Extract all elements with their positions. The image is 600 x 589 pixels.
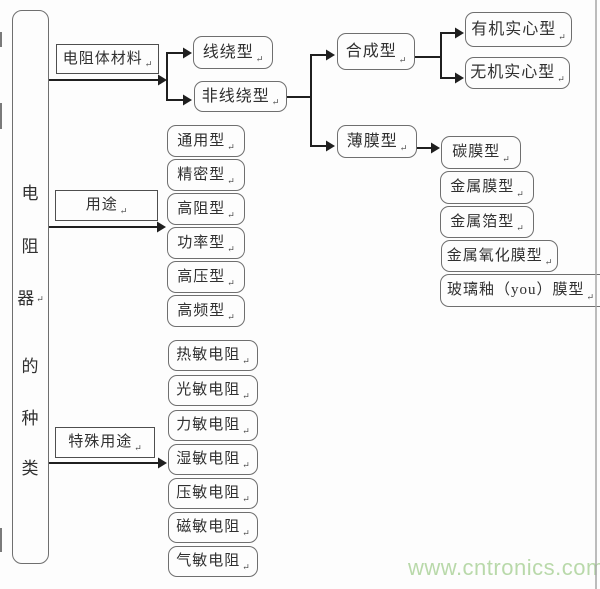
root-char: 的 — [21, 356, 40, 376]
node-photoresistor: 光敏电阻↵ — [168, 375, 258, 406]
root-char: 种 — [21, 408, 40, 428]
return-mark: ↵ — [502, 154, 510, 164]
node-resistor-types-root: 电 阻 器↵ 的 种 类 — [12, 10, 49, 564]
return-mark: ↵ — [558, 32, 566, 42]
node-material-branch: 电阻体材料↵ — [56, 44, 159, 74]
scan-artifact — [0, 32, 2, 47]
node-metal-oxide-film: 金属氧化膜型↵ — [441, 240, 558, 272]
return-mark: ↵ — [227, 312, 235, 322]
return-mark: ↵ — [119, 206, 128, 216]
return-mark: ↵ — [586, 292, 595, 302]
return-mark: ↵ — [242, 356, 250, 366]
return-mark: ↵ — [242, 494, 250, 504]
return-mark: ↵ — [242, 460, 250, 470]
root-char: 类 — [21, 458, 40, 478]
node-metal-film: 金属膜型↵ — [440, 171, 534, 204]
node-wirewound: 线绕型↵ — [193, 36, 273, 69]
watermark: www.cntronics.com — [408, 555, 600, 580]
return-mark: ↵ — [557, 74, 565, 84]
node-high-frequency: 高频型↵ — [167, 295, 245, 327]
node-high-voltage: 高压型↵ — [167, 261, 245, 293]
node-magnetic-sensitive: 磁敏电阻↵ — [168, 512, 258, 543]
node-voltage-sensitive: 压敏电阻↵ — [168, 478, 258, 509]
node-metal-foil: 金属箔型↵ — [440, 206, 534, 238]
node-non-wirewound: 非线绕型↵ — [194, 81, 287, 112]
root-char: 阻 — [21, 236, 40, 256]
return-mark: ↵ — [242, 562, 250, 572]
node-glass-glaze-film: 玻璃釉（you）膜型↵ — [440, 274, 600, 307]
node-precision: 精密型↵ — [167, 159, 245, 191]
scan-artifact — [0, 103, 2, 129]
arrowhead-icons — [157, 27, 464, 469]
root-char: 器↵ — [17, 288, 44, 308]
return-mark: ↵ — [227, 176, 235, 186]
return-mark: ↵ — [242, 426, 250, 436]
return-mark: ↵ — [398, 55, 407, 65]
return-mark: ↵ — [134, 443, 142, 453]
return-mark: ↵ — [255, 54, 264, 64]
node-usage-branch: 用途↵ — [55, 190, 158, 221]
node-humidity-sensitive: 湿敏电阻↵ — [168, 444, 258, 475]
return-mark: ↵ — [242, 391, 250, 401]
root-char: 电 — [21, 183, 40, 203]
return-mark: ↵ — [227, 278, 235, 288]
node-carbon-film: 碳膜型↵ — [441, 136, 521, 169]
return-mark: ↵ — [544, 257, 553, 267]
return-mark: ↵ — [36, 293, 44, 304]
return-mark: ↵ — [271, 97, 280, 107]
node-composite: 合成型↵ — [337, 33, 415, 70]
node-force-sensitive: 力敏电阻↵ — [168, 410, 258, 441]
return-mark: ↵ — [242, 528, 250, 538]
node-thermistor: 热敏电阻↵ — [168, 340, 258, 371]
node-general-purpose: 通用型↵ — [167, 125, 245, 157]
node-inorganic-solid: 无机实心型↵ — [465, 57, 570, 89]
return-mark: ↵ — [227, 210, 235, 220]
return-mark: ↵ — [227, 142, 235, 152]
node-organic-solid: 有机实心型↵ — [465, 12, 572, 47]
node-high-resistance: 高阻型↵ — [167, 193, 245, 225]
return-mark: ↵ — [516, 189, 524, 199]
return-mark: ↵ — [144, 59, 153, 69]
node-power: 功率型↵ — [167, 227, 245, 259]
node-gas-sensitive: 气敏电阻↵ — [168, 546, 258, 577]
node-thin-film: 薄膜型↵ — [337, 125, 417, 158]
return-mark: ↵ — [516, 223, 524, 233]
return-mark: ↵ — [227, 244, 235, 254]
node-special-usage-branch: 特殊用途↵ — [55, 427, 155, 458]
scan-border-right — [595, 0, 597, 589]
return-mark: ↵ — [399, 143, 408, 153]
scan-artifact — [0, 528, 2, 552]
